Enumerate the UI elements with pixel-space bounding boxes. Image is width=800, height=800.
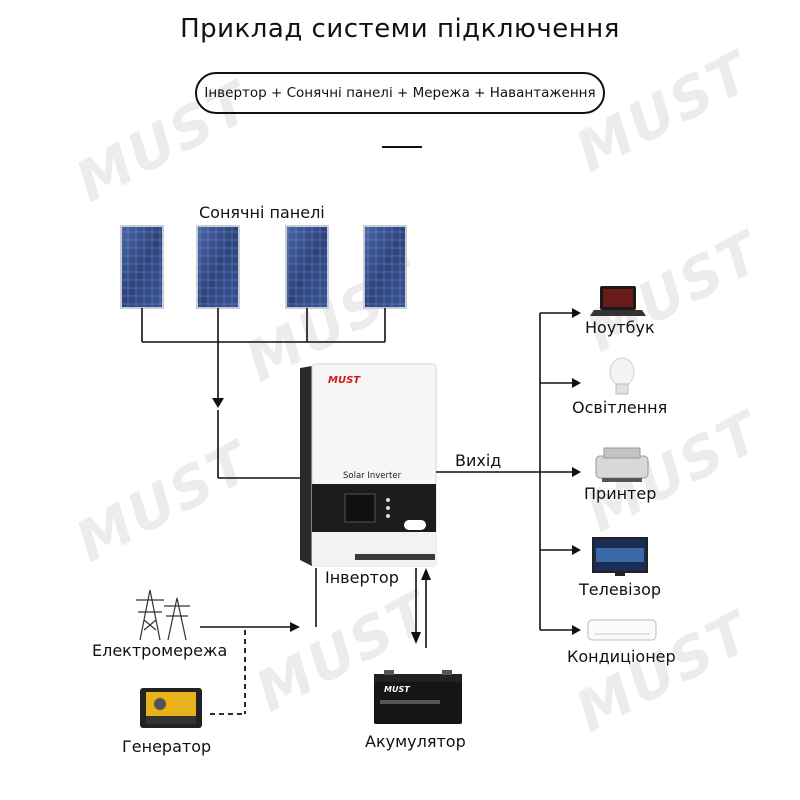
subtitle-pill: Інвертор + Сонячні панелі + Мережа + Нав… [195, 72, 605, 114]
inverter-brand: MUST [328, 375, 361, 386]
air-conditioner-icon [587, 619, 657, 641]
load-label-lighting: Освітлення [572, 398, 668, 417]
printer-icon [595, 447, 649, 482]
battery-wiring [415, 568, 427, 648]
load-label-tv: Телевізор [579, 580, 662, 599]
load-label-air-conditioner: Кондиціонер [567, 647, 676, 666]
solar-panel-4 [363, 225, 407, 309]
output-label: Вихід [455, 451, 502, 470]
panel-wiring [141, 308, 386, 479]
power-tower-icon [136, 589, 190, 641]
output-wiring [436, 312, 572, 631]
battery-label: Акумулятор [365, 732, 466, 751]
battery-brand: MUST [384, 685, 410, 694]
subtitle-text: Інвертор + Сонячні панелі + Мережа + Нав… [204, 85, 596, 101]
generator-wiring [210, 630, 246, 715]
inverter-label: Інвертор [325, 568, 399, 587]
grid-label: Електромережа [92, 641, 228, 660]
solar-panel-3 [285, 225, 329, 309]
laptop-icon [590, 286, 646, 316]
divider [382, 146, 422, 148]
solar-panel-2 [196, 225, 240, 309]
lightbulb-icon [609, 357, 635, 395]
load-label-laptop: Ноутбук [585, 318, 655, 337]
tv-icon [592, 537, 648, 576]
arrow-down-icon [212, 398, 224, 408]
grid-wiring [200, 568, 317, 628]
solar-panels-label: Сонячні панелі [199, 203, 325, 222]
solar-panel-1 [120, 225, 164, 309]
inverter-model-text: Solar Inverter [343, 471, 402, 481]
generator-icon [140, 688, 202, 728]
load-label-printer: Принтер [584, 484, 657, 503]
page-title: Приклад системи підключення [180, 14, 620, 44]
generator-label: Генератор [122, 737, 212, 756]
inverter-device [300, 363, 437, 567]
battery-icon [374, 670, 462, 724]
